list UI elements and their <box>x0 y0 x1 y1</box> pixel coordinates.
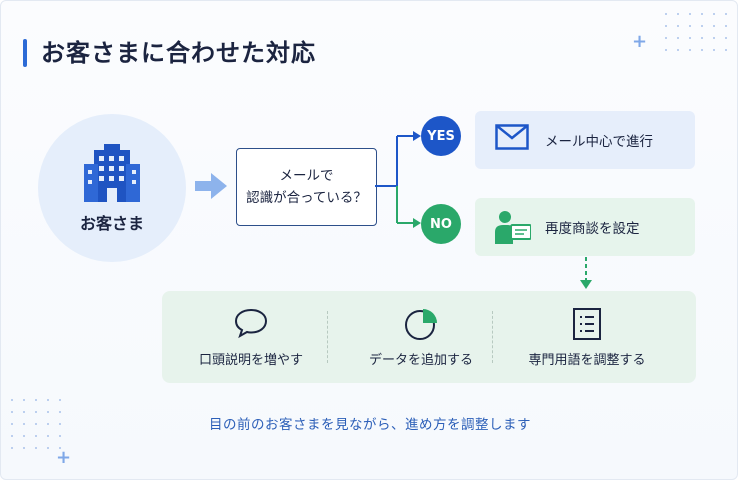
action-label: 口頭説明を増やす <box>198 353 303 368</box>
action-item: 専門用語を調整する <box>498 291 676 383</box>
arrow-right-icon <box>195 173 227 199</box>
action-label: 専門用語を調整する <box>528 353 646 368</box>
divider <box>492 311 493 363</box>
divider <box>327 311 328 363</box>
plus-decoration-icon: + <box>632 31 648 52</box>
plus-decoration-icon: + <box>56 447 72 468</box>
yes-option-box: メール中心で進行 <box>475 111 695 169</box>
dot-grid-decoration <box>11 399 61 449</box>
document-list-icon <box>573 308 601 340</box>
dot-grid-decoration <box>665 13 727 51</box>
question-line-2: 認識が合っている？ <box>246 190 367 206</box>
title-accent-bar <box>23 39 27 67</box>
page-title: お客さまに合わせた対応 <box>41 39 316 67</box>
action-label: データを追加する <box>368 353 473 368</box>
person-presenting-icon <box>495 211 531 244</box>
pie-chart-icon <box>405 309 437 340</box>
customer-label: お客さま <box>79 214 144 233</box>
yes-option-label: メール中心で進行 <box>545 134 653 150</box>
actions-panel: 口頭説明を増やす データを追加する 専門用語を調整する <box>162 291 696 383</box>
no-option-label: 再度商談を設定 <box>545 221 640 237</box>
question-box: メールで 認識が合っている？ <box>236 148 377 226</box>
envelope-icon <box>495 124 529 150</box>
yes-badge: YES <box>421 116 461 156</box>
question-line-1: メールで <box>279 168 334 184</box>
no-option-box: 再度商談を設定 <box>475 198 695 256</box>
branch-connector <box>375 131 421 228</box>
speech-bubble-icon <box>234 308 268 339</box>
action-item: 口頭説明を増やす <box>162 291 340 383</box>
footer-caption: 目の前のお客さまを見ながら、進め方を調整します <box>209 417 531 433</box>
action-item: データを追加する <box>332 291 510 383</box>
no-badge: NO <box>421 204 461 244</box>
down-arrow-icon <box>580 257 592 289</box>
customer-node: お客さま <box>38 114 186 262</box>
building-icon <box>84 144 140 202</box>
